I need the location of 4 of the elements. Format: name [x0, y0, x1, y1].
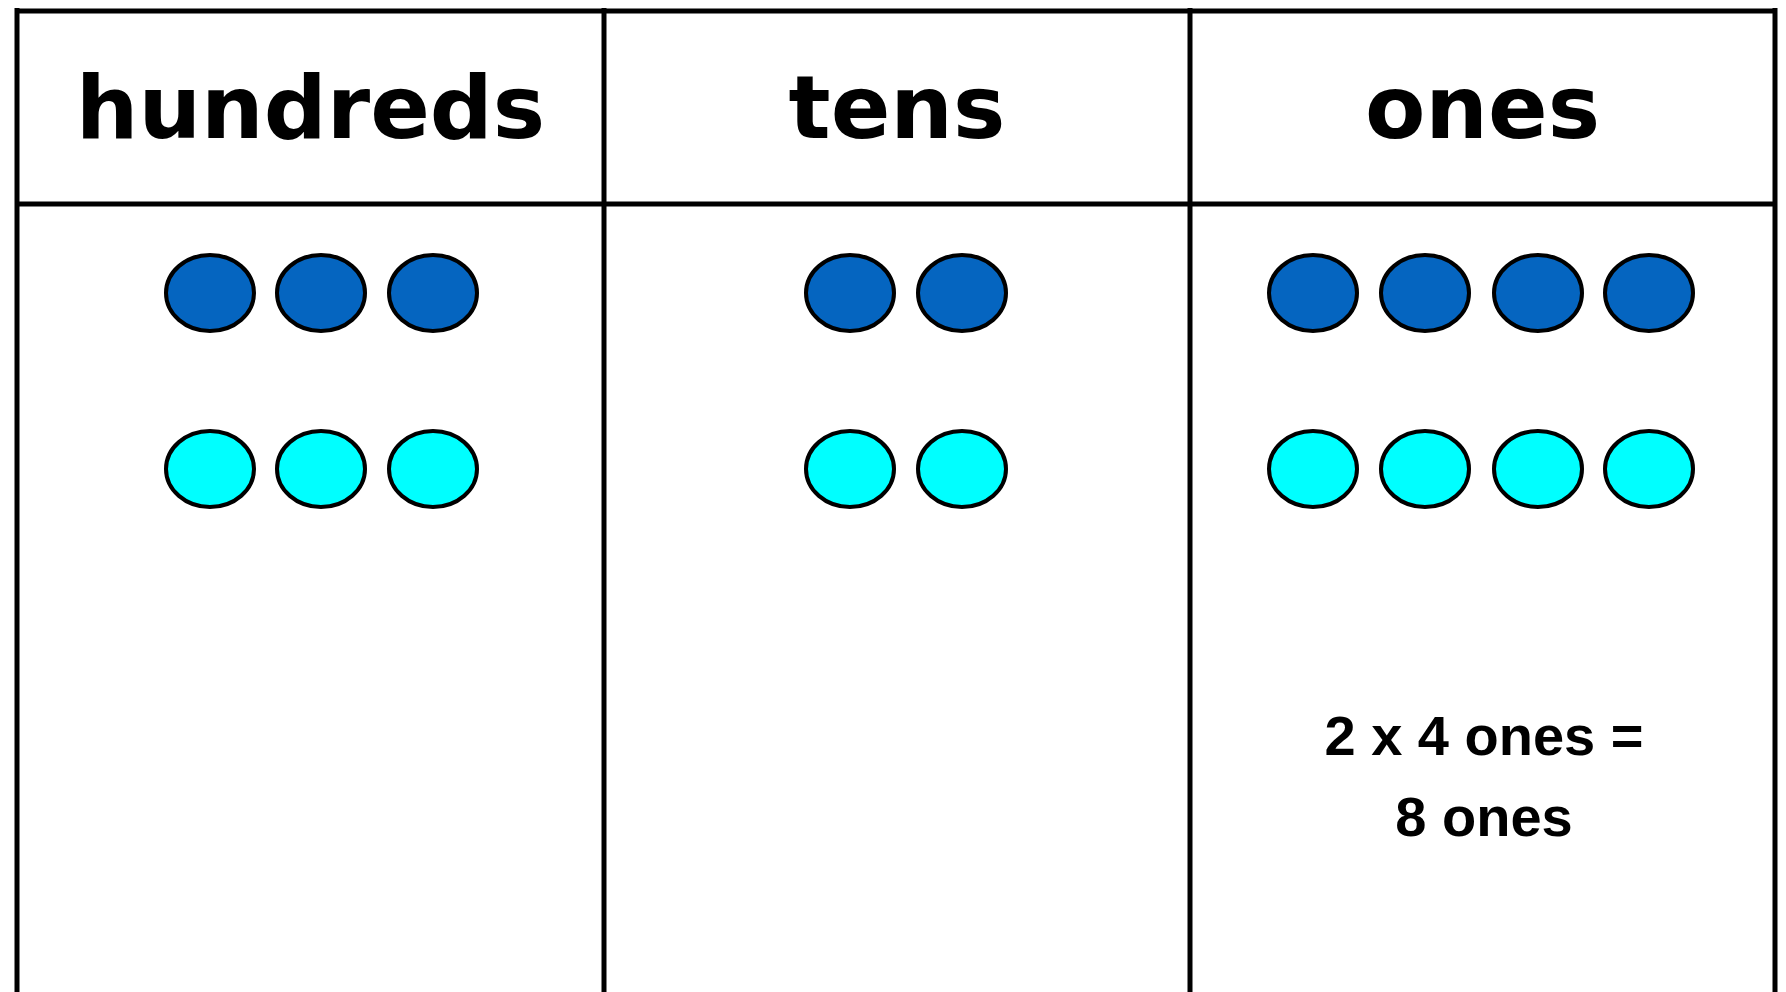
column-header: hundreds [74, 55, 547, 161]
calculation-text: 2 x 4 ones = 8 ones [1323, 703, 1645, 851]
column-header: tens [787, 55, 1007, 161]
column-header: ones [1363, 55, 1602, 161]
